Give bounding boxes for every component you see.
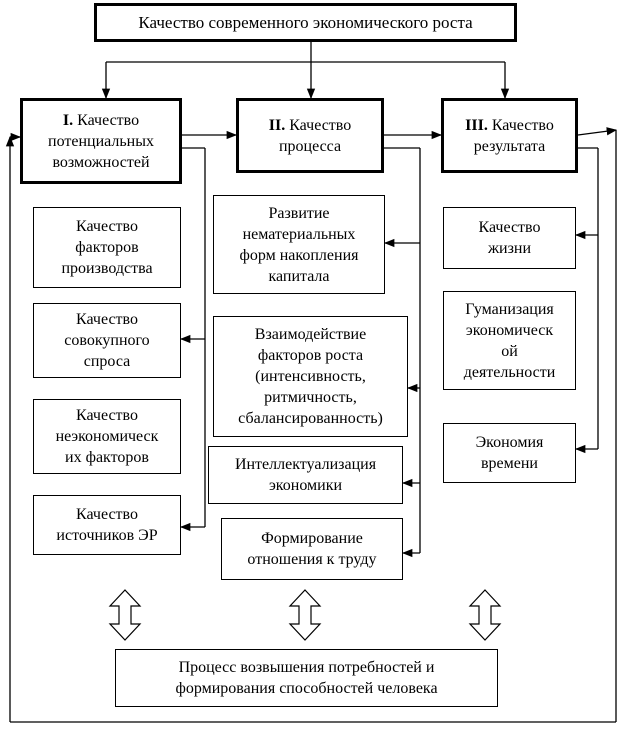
col2-item-4: Формирование отношения к труду bbox=[221, 518, 403, 580]
col2-item-4-text: Формирование отношения к труду bbox=[247, 530, 377, 568]
bottom-process-text: Процесс возвышения потребностей и формир… bbox=[175, 659, 438, 697]
col1-item-4-text: Качество источников ЭР bbox=[56, 506, 158, 544]
col1-item-3: Качество неэкономическ их факторов bbox=[33, 399, 181, 474]
col3-item-2-text: Гуманизация экономическ ой деятельности bbox=[463, 300, 556, 381]
category-1-text: Качество потенциальных возможностей bbox=[48, 111, 154, 171]
col2-item-3: Интеллектуализация экономики bbox=[208, 446, 403, 504]
category-2-number: II. bbox=[268, 116, 286, 134]
col2-item-2-text: Взаимодействие факторов роста (интенсивн… bbox=[238, 326, 383, 427]
category-1-number: I. bbox=[62, 111, 74, 129]
col3-item-3: Экономия времени bbox=[443, 423, 576, 483]
double-arrow-center bbox=[288, 589, 322, 641]
category-3-number: III. bbox=[465, 116, 488, 134]
category-box-2: II. Качество процесса bbox=[236, 98, 384, 173]
col1-item-2-text: Качество совокупного спроса bbox=[64, 311, 150, 370]
col1-item-2: Качество совокупного спроса bbox=[33, 303, 181, 378]
double-arrow-right bbox=[468, 589, 502, 641]
col2-item-3-text: Интеллектуализация экономики bbox=[234, 456, 377, 494]
double-arrow-left bbox=[108, 589, 142, 641]
col2-item-1-text: Развитие нематериальных форм накопления … bbox=[239, 204, 359, 285]
category-box-3: III. Качество результата bbox=[441, 98, 578, 173]
col2-item-2: Взаимодействие факторов роста (интенсивн… bbox=[213, 316, 408, 437]
col3-item-1: Качество жизни bbox=[443, 207, 576, 269]
col1-item-1-text: Качество факторов производства bbox=[61, 218, 153, 277]
col1-item-4: Качество источников ЭР bbox=[33, 495, 181, 555]
category-2-text: Качество процесса bbox=[278, 116, 352, 155]
category-3-text: Качество результата bbox=[473, 116, 554, 155]
col3-item-2: Гуманизация экономическ ой деятельности bbox=[443, 291, 576, 390]
bottom-process-box: Процесс возвышения потребностей и формир… bbox=[115, 649, 498, 707]
col3-item-1-text: Качество жизни bbox=[478, 219, 541, 257]
arrow-cat3-out bbox=[577, 127, 618, 136]
col3-item-3-text: Экономия времени bbox=[475, 434, 544, 472]
col1-item-3-text: Качество неэкономическ их факторов bbox=[55, 407, 159, 466]
col1-item-1: Качество факторов производства bbox=[33, 207, 181, 288]
col2-item-1: Развитие нематериальных форм накопления … bbox=[213, 195, 385, 294]
title-text: Качество современного экономического рос… bbox=[138, 13, 473, 32]
title-box: Качество современного экономического рос… bbox=[94, 3, 517, 42]
category-box-1: I. Качество потенциальных возможностей bbox=[20, 98, 182, 184]
